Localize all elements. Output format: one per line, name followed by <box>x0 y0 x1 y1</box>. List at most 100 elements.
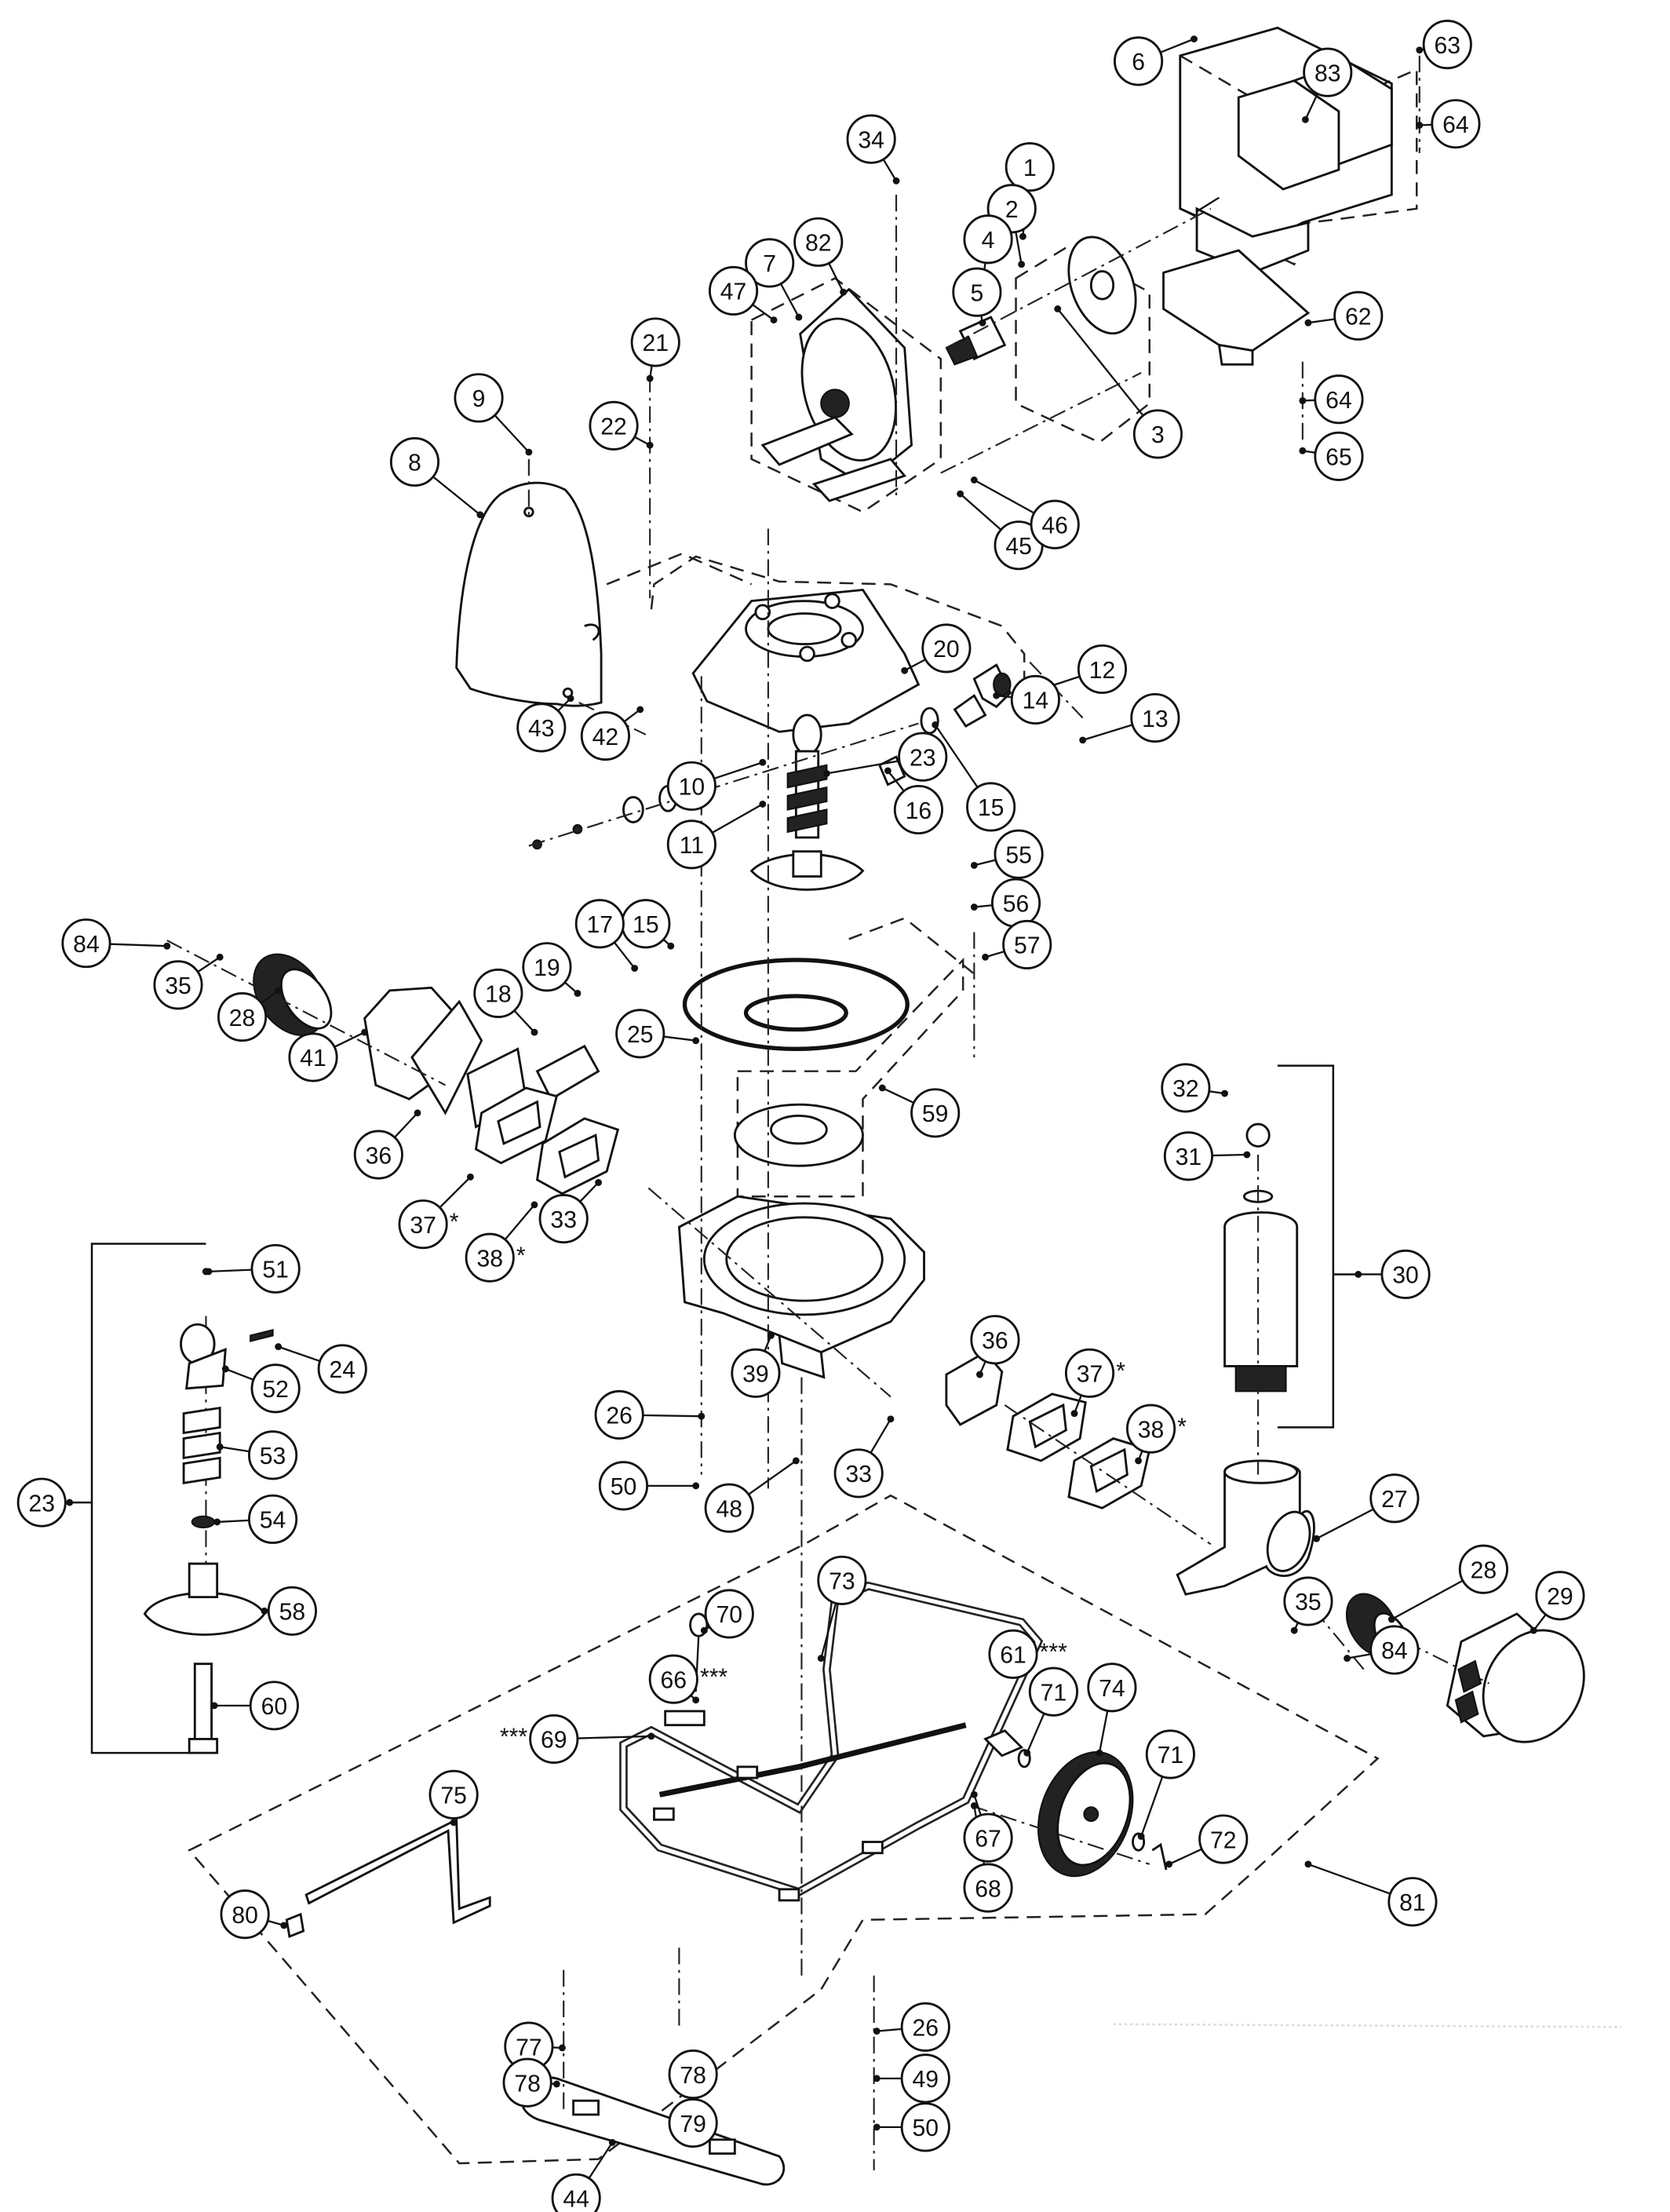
callout-8: 8 <box>389 436 440 487</box>
callout-bubble <box>988 1629 1038 1679</box>
inlet-gaskets-part <box>474 1086 620 1195</box>
callout-bubble <box>398 1199 448 1250</box>
callout-number: 12 <box>1089 658 1116 684</box>
callout-84b: 84 <box>1369 1625 1420 1675</box>
callout-47: 47 <box>708 265 759 316</box>
callout-number: 37 <box>410 1213 436 1239</box>
valve-kit-part <box>733 917 975 1198</box>
callout-bubble <box>1380 1249 1431 1299</box>
eccentric-shaft-part <box>945 316 1007 366</box>
callout-number: 26 <box>913 2016 939 2042</box>
bracket-30 <box>1277 1064 1335 1429</box>
callout-27: 27 <box>1369 1473 1420 1524</box>
callout-number: 47 <box>720 279 747 305</box>
callout-14: 14 <box>1010 674 1060 725</box>
callout-bubble <box>389 436 440 487</box>
leader-target-dot <box>216 1443 224 1451</box>
leader-target-dot <box>698 1412 706 1420</box>
callout-1: 1 <box>1005 142 1055 192</box>
callout-61: 61*** <box>988 1629 1067 1679</box>
leader-target-dot <box>887 1415 895 1423</box>
leader-target-dot <box>558 2044 566 2052</box>
callout-number: 33 <box>845 1462 872 1487</box>
housing-outline-dashed <box>650 555 1026 691</box>
leader-target-dot <box>700 1626 708 1634</box>
callout-bubble <box>538 1194 589 1244</box>
callout-33b: 33 <box>833 1448 884 1498</box>
callout-bubble <box>966 782 1016 832</box>
callout-number: 21 <box>642 330 669 356</box>
callout-number: 83 <box>1314 60 1341 86</box>
leader-target-dot <box>975 1371 983 1378</box>
callout-number: 41 <box>300 1046 326 1071</box>
callout-number: 14 <box>1023 688 1049 714</box>
leader-target-dot <box>1313 1535 1321 1542</box>
callout-50a: 50 <box>598 1461 649 1511</box>
leader-target-dot <box>1135 1457 1143 1465</box>
callout-39: 39 <box>731 1348 781 1398</box>
leader-target-dot <box>901 666 909 674</box>
callout-50b: 50 <box>900 2102 950 2152</box>
leader-target-dot <box>1243 1151 1251 1159</box>
callout-bubble <box>846 114 896 164</box>
callout-number: 84 <box>1381 1638 1408 1664</box>
leader-target-dot <box>595 1179 602 1186</box>
callout-number: 31 <box>1176 1144 1202 1170</box>
callout-note-marker: *** <box>500 1725 527 1750</box>
leader-target-dot <box>1387 1615 1395 1623</box>
leader-line-71b <box>1140 1776 1164 1837</box>
leader-target-dot <box>476 511 484 519</box>
callout-number: 35 <box>1295 1590 1322 1615</box>
callout-7: 7 <box>745 238 795 288</box>
callout-17: 17 <box>574 899 625 949</box>
diaphragm-part <box>682 958 910 1051</box>
callout-number: 35 <box>165 973 191 999</box>
leader-line-15a <box>934 724 979 788</box>
leader-target-dot <box>1019 232 1026 240</box>
leader-target-dot <box>275 987 283 995</box>
callout-bubble <box>630 317 680 367</box>
leader-line-23a <box>826 760 900 775</box>
leader-target-dot <box>970 476 978 484</box>
callout-bubble <box>1314 374 1364 425</box>
callout-75: 75 <box>428 1769 479 1820</box>
leader-line-48 <box>748 1460 797 1495</box>
callout-number: 28 <box>1471 1557 1497 1583</box>
callout-18: 18 <box>473 968 523 1018</box>
callout-number: 82 <box>805 231 832 257</box>
callout-number: 42 <box>593 725 619 750</box>
leader-target-dot <box>574 990 582 997</box>
callout-number: 78 <box>514 2071 541 2097</box>
callout-bubble <box>731 1348 781 1398</box>
callout-bubble <box>1431 99 1481 149</box>
callout-number: 11 <box>680 833 704 859</box>
air-chamber-part <box>1223 1122 1299 1393</box>
callout-number: 16 <box>906 798 932 824</box>
callout-55: 55 <box>994 829 1044 879</box>
callout-bubble <box>1198 1814 1249 1864</box>
callout-bubble <box>745 238 795 288</box>
callout-57: 57 <box>1002 919 1052 969</box>
leader-line-44 <box>588 2141 614 2179</box>
leader-line-46 <box>973 479 1035 514</box>
callout-note-marker: *** <box>700 1664 727 1690</box>
callout-15b: 15 <box>621 899 671 949</box>
callout-number: 39 <box>742 1362 769 1388</box>
leader-target-dot <box>692 1696 700 1704</box>
callout-bubble <box>668 2049 718 2100</box>
callout-12: 12 <box>1077 644 1128 695</box>
callout-21: 21 <box>630 317 680 367</box>
leader-line-13 <box>1082 724 1133 741</box>
leader-target-dot <box>567 695 574 703</box>
callout-bubble <box>900 2053 950 2104</box>
callout-number: 4 <box>982 228 995 254</box>
callout-number: 67 <box>975 1827 1001 1852</box>
callout-bubble <box>598 1461 649 1511</box>
leader-target-dot <box>1530 1626 1537 1634</box>
callout-78a: 78 <box>502 2057 552 2108</box>
outlet-gaskets-part <box>1006 1393 1151 1509</box>
callout-37b: 37* <box>1064 1348 1125 1398</box>
callout-number: 5 <box>970 280 983 306</box>
leader-target-dot <box>647 1732 655 1740</box>
leader-target-dot <box>216 953 224 961</box>
